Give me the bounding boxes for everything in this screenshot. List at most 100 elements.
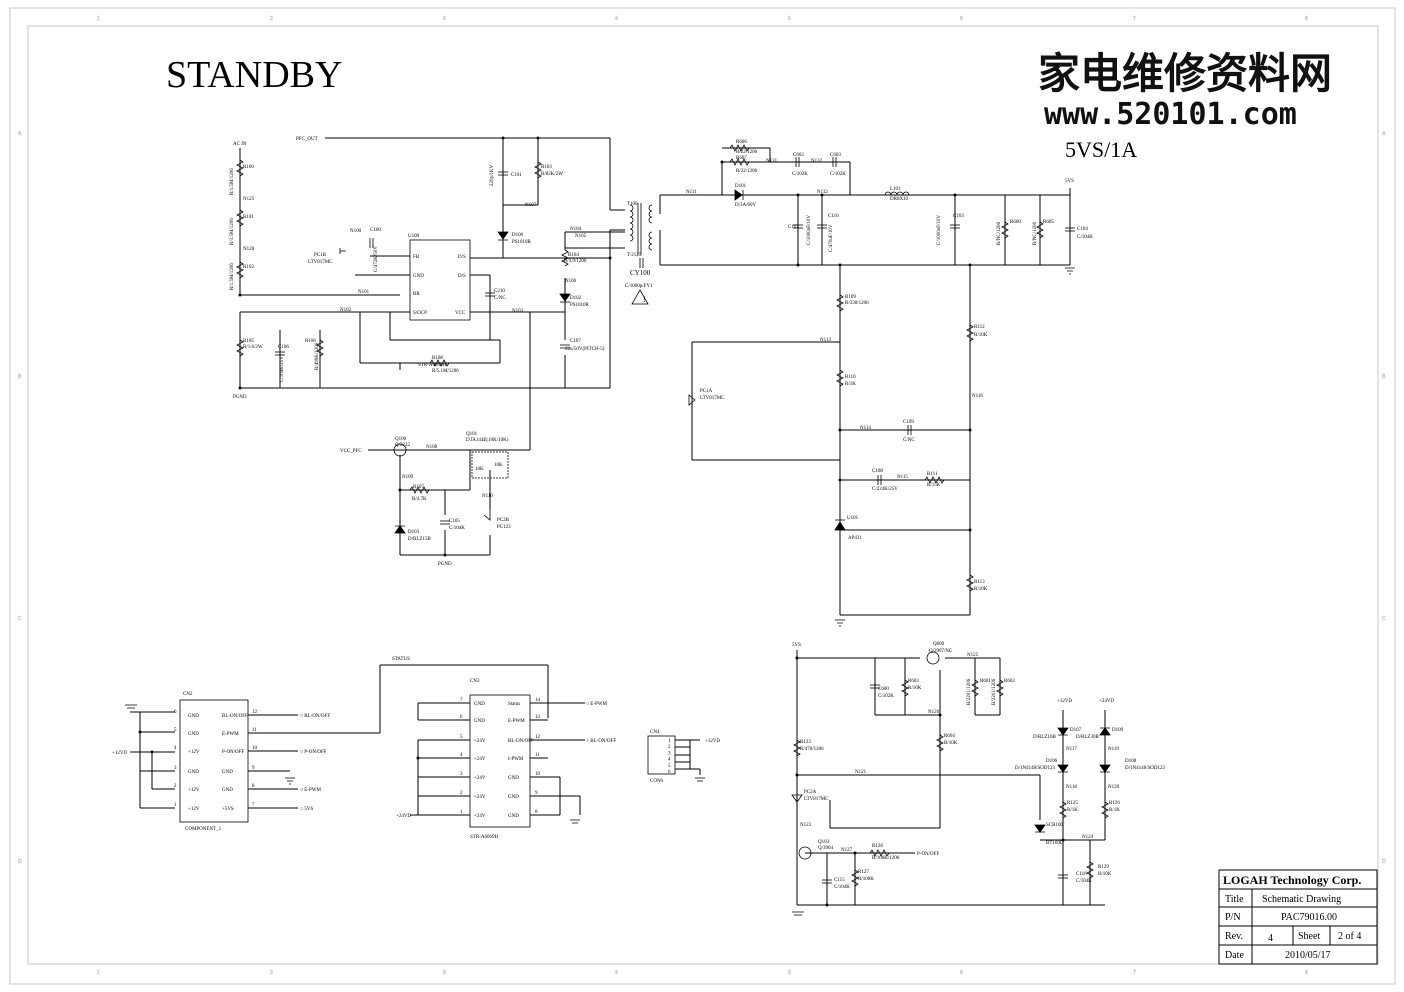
svg-text:D/RLZ16B: D/RLZ16B bbox=[1033, 735, 1056, 740]
title-value: Schematic Drawing bbox=[1262, 894, 1341, 905]
svg-text:R106: R106 bbox=[305, 339, 316, 344]
svg-text:C103: C103 bbox=[953, 214, 964, 219]
net-n112: N112 bbox=[817, 190, 828, 195]
diode-d100 bbox=[497, 231, 509, 241]
svg-text:10K: 10K bbox=[494, 463, 503, 468]
cn3-pin-name: I-PWM bbox=[508, 757, 524, 762]
capacitor-c600 bbox=[870, 684, 880, 689]
svg-text:LTV817MC: LTV817MC bbox=[700, 396, 725, 401]
svg-text:CN3: CN3 bbox=[470, 679, 480, 684]
svg-text:R107: R107 bbox=[413, 485, 424, 490]
resistor-r112 bbox=[966, 324, 974, 342]
net-n115: N115 bbox=[897, 475, 908, 480]
net-n119: N119 bbox=[1108, 747, 1119, 752]
net-vcc-pfc: VCC_PFC bbox=[340, 449, 362, 454]
svg-text:R/100K/1206: R/100K/1206 bbox=[872, 856, 900, 861]
svg-text:C115: C115 bbox=[834, 878, 845, 883]
component-glyphs bbox=[125, 144, 1111, 916]
svg-text:R/1K: R/1K bbox=[845, 382, 856, 387]
svg-text:D106: D106 bbox=[1046, 759, 1058, 764]
border-col-label: 8 bbox=[1305, 970, 1308, 976]
svg-text:D103: D103 bbox=[408, 530, 420, 535]
svg-text:C210: C210 bbox=[494, 289, 505, 294]
svg-text:R/1.6/2W: R/1.6/2W bbox=[243, 345, 263, 350]
border-row-label: B bbox=[18, 374, 22, 380]
net-n125: N125 bbox=[243, 197, 255, 202]
cn2-pin-number: 5 bbox=[174, 728, 177, 733]
net-n106: N106 bbox=[565, 279, 577, 284]
label-u100: U100 STR-A6069H FB GND BR S/OCP D/S D/S … bbox=[408, 234, 466, 368]
svg-text:R/4.7K: R/4.7K bbox=[412, 497, 427, 502]
svg-text:C107: C107 bbox=[570, 339, 581, 344]
resistor-r607 bbox=[729, 158, 750, 166]
svg-text:COMPONENT_1: COMPONENT_1 bbox=[185, 827, 222, 832]
output-rating: 5VS/1A bbox=[1065, 137, 1137, 162]
svg-text:D100: D100 bbox=[512, 233, 524, 238]
cn3-pin-number: 14 bbox=[535, 698, 541, 703]
svg-text:R109: R109 bbox=[845, 295, 856, 300]
shunt-u101 bbox=[834, 519, 846, 531]
inner-border bbox=[27, 25, 1379, 965]
title-label: Title bbox=[1225, 894, 1244, 905]
capacitor-c100 bbox=[369, 238, 374, 248]
diode-d106 bbox=[1057, 764, 1069, 773]
resistor-r108 bbox=[429, 359, 450, 367]
net-n132: N132 bbox=[811, 159, 823, 164]
svg-text:Q101: Q101 bbox=[466, 432, 478, 437]
connector-cn2 bbox=[179, 699, 249, 823]
border-row-label: D bbox=[18, 859, 22, 865]
svg-text:R601: R601 bbox=[980, 679, 991, 684]
svg-text:R/NC/1206: R/NC/1206 bbox=[1033, 221, 1038, 245]
cn2-pin-name: E-PWM bbox=[222, 732, 239, 737]
capacitor-c108 bbox=[877, 475, 882, 485]
cn3-pin-number: 5 bbox=[460, 735, 463, 740]
capacitor-c102 bbox=[793, 224, 803, 229]
cn3-pin-number: 12 bbox=[535, 735, 541, 740]
zener-d107 bbox=[1057, 727, 1069, 736]
svg-text:PC1B: PC1B bbox=[314, 253, 327, 258]
resistor-r605 bbox=[1036, 221, 1044, 239]
opto-pc2b bbox=[483, 510, 491, 521]
cn3-pin-number: 1 bbox=[460, 810, 463, 815]
svg-text:R/10K: R/10K bbox=[1098, 872, 1112, 877]
svg-text:D102: D102 bbox=[570, 296, 582, 301]
svg-text:R113: R113 bbox=[974, 580, 985, 585]
net-labels: AC IN PFC_OUT PGND PGND VCC_PFC 5VS 5VS … bbox=[112, 137, 1120, 857]
net-ac-in: AC IN bbox=[233, 142, 247, 147]
svg-text:R/5.1M/1206: R/5.1M/1206 bbox=[432, 369, 459, 374]
border-col-label: 2 bbox=[270, 16, 273, 22]
border-row-label: B bbox=[1382, 374, 1386, 380]
svg-text:R/3.9/1206: R/3.9/1206 bbox=[564, 259, 587, 264]
net-n100: N100 bbox=[350, 229, 362, 234]
ground-icon bbox=[835, 619, 845, 627]
svg-text:R/330/1206: R/330/1206 bbox=[845, 301, 869, 306]
resistor-r106 bbox=[316, 339, 324, 357]
net-n114: N114 bbox=[860, 426, 871, 431]
svg-text:C/1000uF/10V: C/1000uF/10V bbox=[937, 215, 942, 245]
net-n113: N113 bbox=[820, 338, 831, 343]
svg-text:R600: R600 bbox=[1010, 220, 1021, 225]
label-c103: C103 C/1000uF/10V bbox=[937, 214, 964, 245]
cn3-pin-name: GND bbox=[474, 719, 485, 724]
svg-text:Q/3904: Q/3904 bbox=[818, 846, 834, 851]
net-12vd: +12VD bbox=[1057, 699, 1072, 704]
net-n103: N103 bbox=[512, 309, 524, 314]
border-col-label: 5 bbox=[788, 16, 791, 22]
ground-icon bbox=[570, 819, 580, 824]
border-col-label: 7 bbox=[1133, 970, 1136, 976]
